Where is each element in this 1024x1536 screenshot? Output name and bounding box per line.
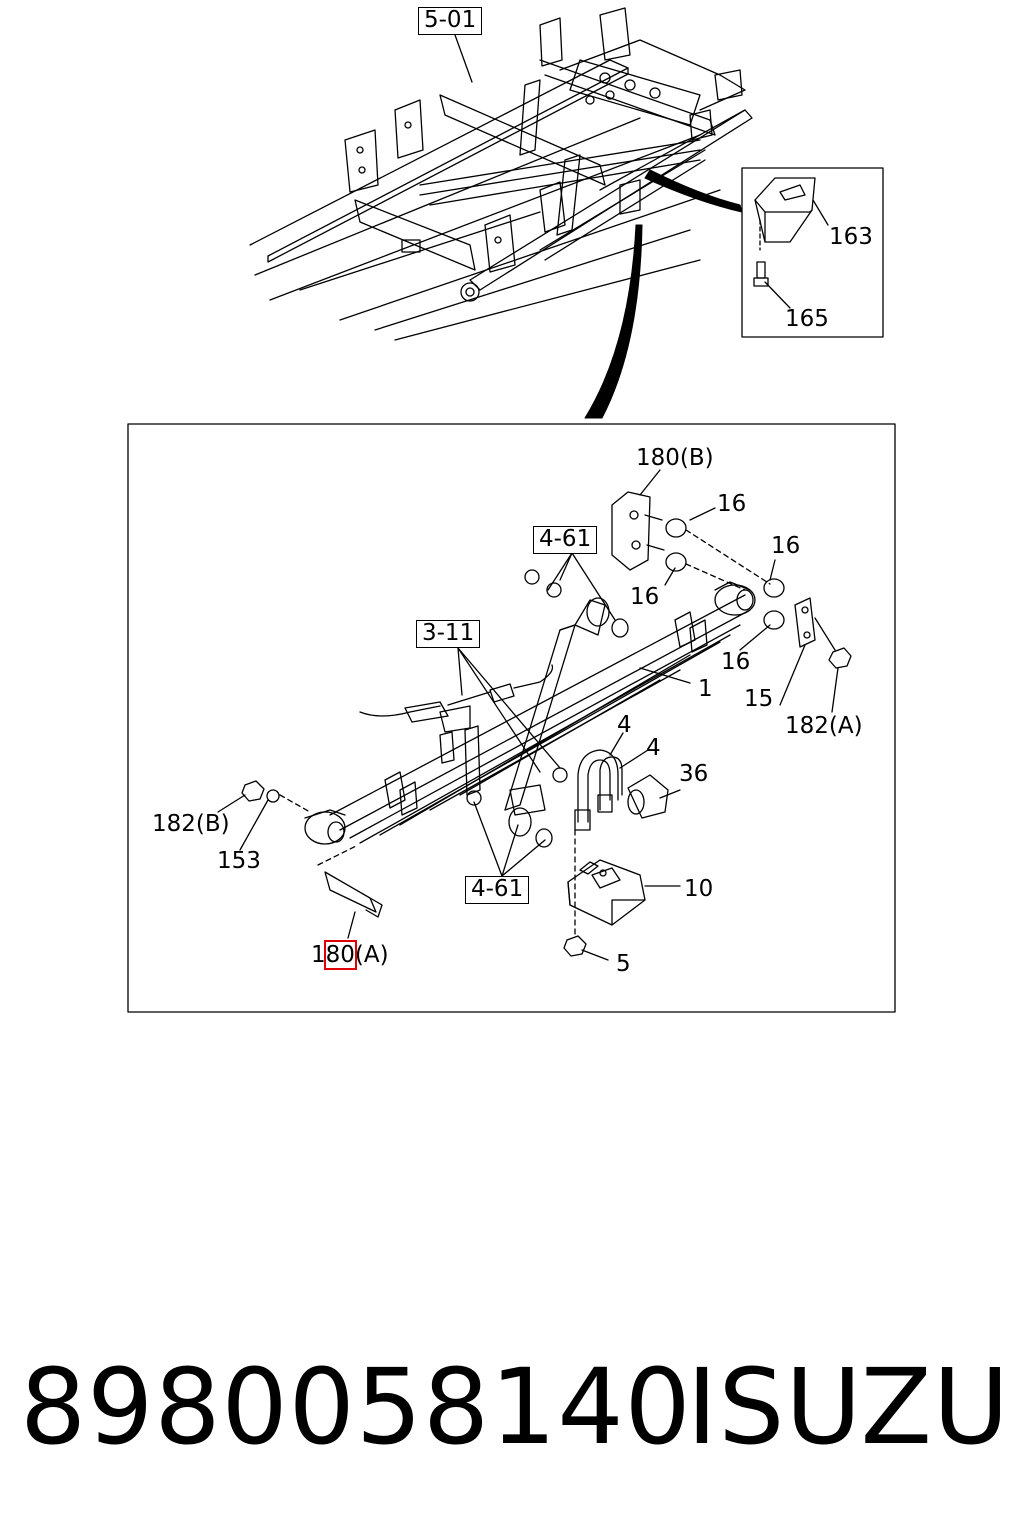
ref-3-11: 3-11 xyxy=(416,620,481,648)
ref-180a: 180(A) xyxy=(311,940,389,970)
ref-frame: 5-01 xyxy=(418,7,483,35)
ref-4-61-bottom: 4-61 xyxy=(465,876,530,904)
ref-4-61-top: 4-61 xyxy=(533,526,598,554)
chassis-frame-drawing xyxy=(249,7,753,341)
ref-16-a: 16 xyxy=(717,491,747,517)
ref-165: 165 xyxy=(785,306,829,332)
brand-name: ISUZU xyxy=(686,1346,1010,1468)
ref-180a-prefix: 1 xyxy=(311,942,326,968)
ref-10: 10 xyxy=(684,876,714,902)
ref-180b: 180(B) xyxy=(636,445,714,471)
ref-16-c: 16 xyxy=(630,584,660,610)
ref-16-d: 16 xyxy=(721,649,751,675)
inset-drawing xyxy=(741,167,884,338)
ref-153: 153 xyxy=(217,848,261,874)
ref-36: 36 xyxy=(679,761,709,787)
part-number: 8980058140 xyxy=(20,1346,692,1468)
ref-180a-suffix: (A) xyxy=(354,942,389,968)
ref-4-a: 4 xyxy=(617,712,632,738)
ref-182a: 182(A) xyxy=(785,713,863,739)
ref-5: 5 xyxy=(616,951,631,977)
ref-15: 15 xyxy=(744,686,774,712)
footer: 8980058140 ISUZU xyxy=(20,1355,1010,1465)
ref-182b: 182(B) xyxy=(152,811,230,837)
ref-163: 163 xyxy=(829,224,873,250)
ref-4-b: 4 xyxy=(646,735,661,761)
ref-180a-highlight: 80 xyxy=(323,940,357,970)
callout-arrow-inset xyxy=(644,169,743,213)
ref-1: 1 xyxy=(698,676,713,702)
ref-16-b: 16 xyxy=(771,533,801,559)
callout-arrow-detail xyxy=(584,224,643,419)
detail-drawing xyxy=(127,423,896,1013)
